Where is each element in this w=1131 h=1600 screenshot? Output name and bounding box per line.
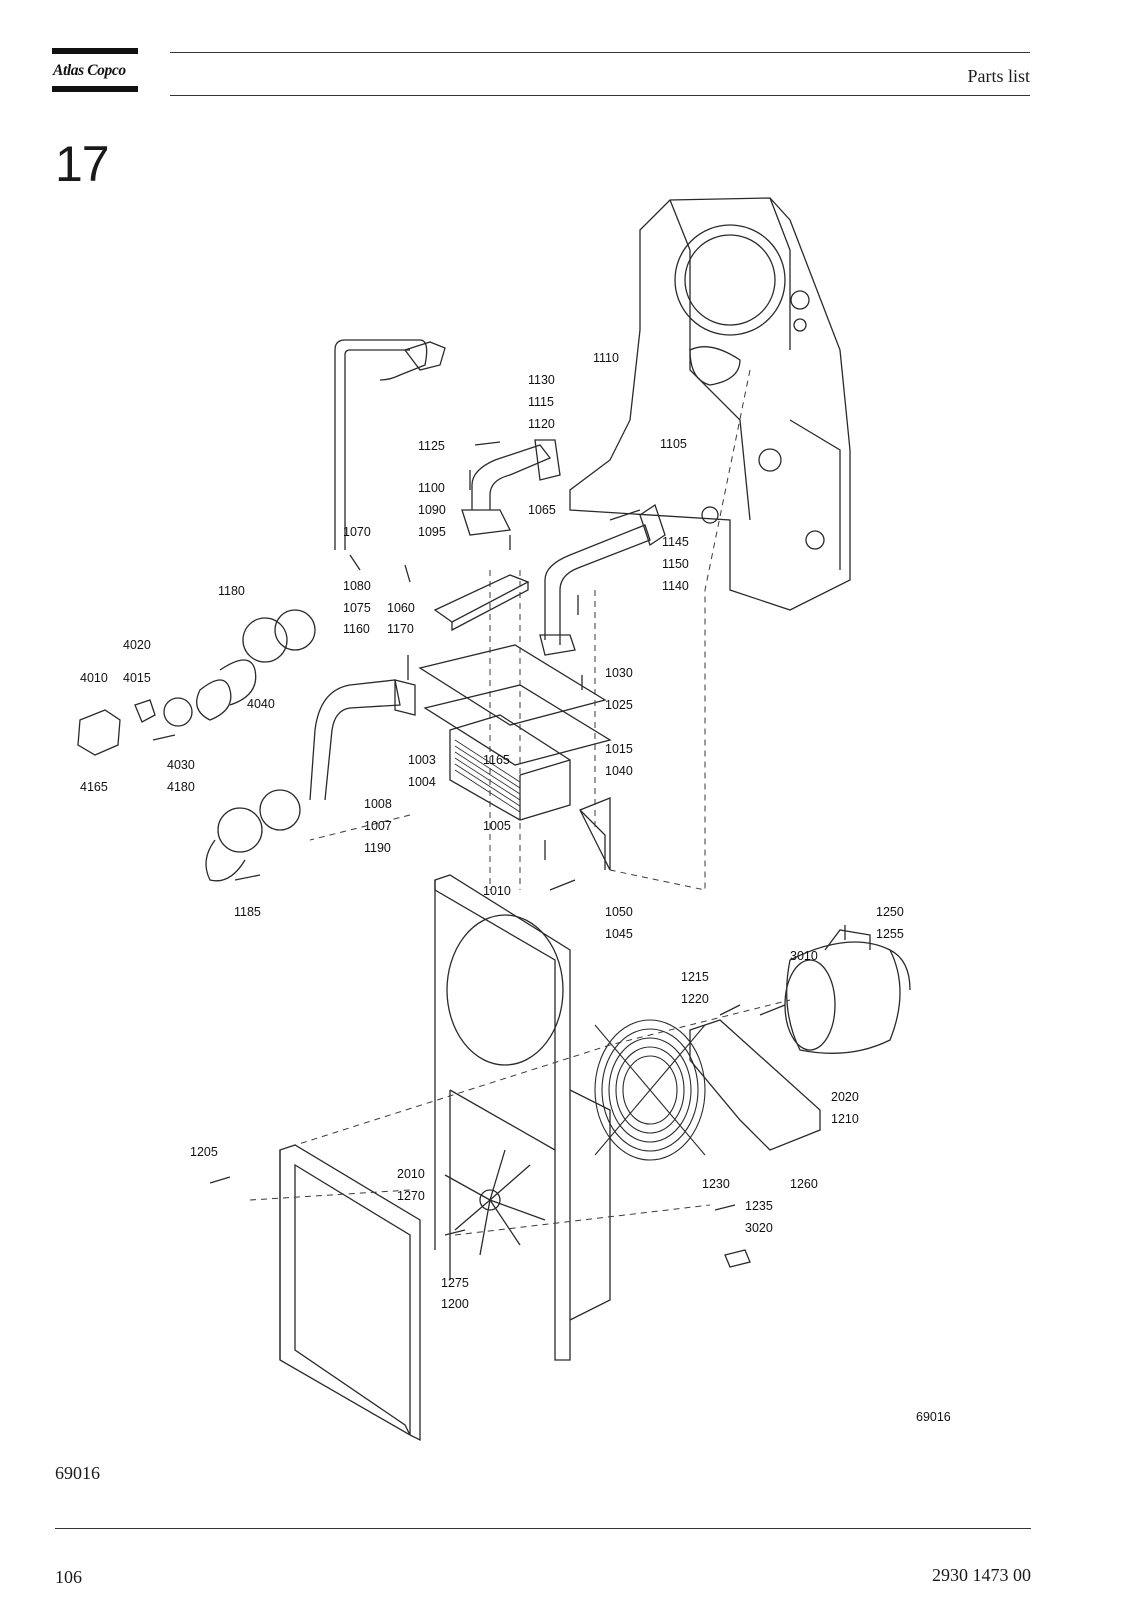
- figure-id: 69016: [55, 1463, 100, 1483]
- part-label: 4010: [80, 671, 108, 685]
- document-number: 2930 1473 00: [932, 1565, 1031, 1585]
- part-label: 1007: [364, 819, 392, 833]
- part-label: 1140: [662, 579, 689, 593]
- part-label: 1160: [343, 622, 370, 636]
- part-label: 1275: [441, 1276, 469, 1290]
- part-label: 4040: [247, 697, 275, 711]
- logo-text: Atlas Copco: [53, 62, 126, 79]
- atlas-copco-logo: Atlas Copco: [52, 48, 138, 94]
- part-label: 1255: [876, 927, 904, 941]
- part-label: 1250: [876, 905, 904, 919]
- part-label: 1100: [418, 481, 445, 495]
- part-label: 1105: [660, 437, 687, 451]
- exploded-parts-diagram: 1110 1130 1115 1120 1105 1125 1100 1090 …: [77, 197, 951, 1442]
- part-label: 1075: [343, 601, 371, 615]
- part-label: 1050: [605, 905, 633, 919]
- part-label: 4165: [80, 780, 108, 794]
- part-label: 1070: [343, 525, 371, 539]
- part-label: 1270: [397, 1189, 425, 1203]
- figure-id-label: 69016: [916, 1410, 951, 1424]
- header-rule-top: [170, 52, 1030, 53]
- part-label: 1215: [681, 970, 709, 984]
- part-label: 1030: [605, 666, 633, 680]
- part-label: 1130: [528, 373, 555, 387]
- part-label: 1010: [483, 884, 511, 898]
- part-label: 1185: [234, 905, 261, 919]
- part-label: 1230: [702, 1177, 730, 1191]
- part-label: 1205: [190, 1145, 218, 1159]
- header-rule-bottom: [170, 95, 1030, 96]
- part-label: 1120: [528, 417, 555, 431]
- part-label: 1145: [662, 535, 689, 549]
- part-label: 4015: [123, 671, 151, 685]
- part-label: 1210: [831, 1112, 859, 1126]
- part-label: 2010: [397, 1167, 425, 1181]
- part-label: 1110: [593, 351, 619, 365]
- part-label: 1080: [343, 579, 371, 593]
- part-label: 1008: [364, 797, 392, 811]
- part-label: 1165: [483, 753, 510, 767]
- part-label: 1170: [387, 622, 414, 636]
- part-label: 1190: [364, 841, 391, 855]
- part-label: 2020: [831, 1090, 859, 1104]
- part-label: 1060: [387, 601, 415, 615]
- part-label: 1150: [662, 557, 689, 571]
- part-label: 3010: [790, 949, 818, 963]
- part-label: 1005: [483, 819, 511, 833]
- part-label: 1200: [441, 1297, 469, 1311]
- part-label: 1090: [418, 503, 446, 517]
- compressor-housing: [569, 197, 851, 611]
- header-title: Parts list: [967, 66, 1030, 86]
- footer-rule: [55, 1528, 1031, 1529]
- part-label: 1040: [605, 764, 633, 778]
- part-label: 1235: [745, 1199, 773, 1213]
- part-label: 3020: [745, 1221, 773, 1235]
- part-label: 1003: [408, 753, 436, 767]
- part-label: 4180: [167, 780, 195, 794]
- part-label: 4020: [123, 638, 151, 652]
- part-label: 1095: [418, 525, 446, 539]
- part-label: 1260: [790, 1177, 818, 1191]
- part-label: 4030: [167, 758, 195, 772]
- part-label: 1045: [605, 927, 633, 941]
- part-label: 1115: [528, 395, 554, 409]
- part-label: 1125: [418, 439, 445, 453]
- page-number: 106: [55, 1567, 82, 1587]
- part-label: 1065: [528, 503, 556, 517]
- part-label: 1004: [408, 775, 436, 789]
- section-number: 17: [55, 136, 110, 192]
- part-label: 1025: [605, 698, 633, 712]
- part-label: 1180: [218, 584, 245, 598]
- pipe-top: [334, 339, 428, 550]
- part-label: 1015: [605, 742, 633, 756]
- part-label: 1220: [681, 992, 709, 1006]
